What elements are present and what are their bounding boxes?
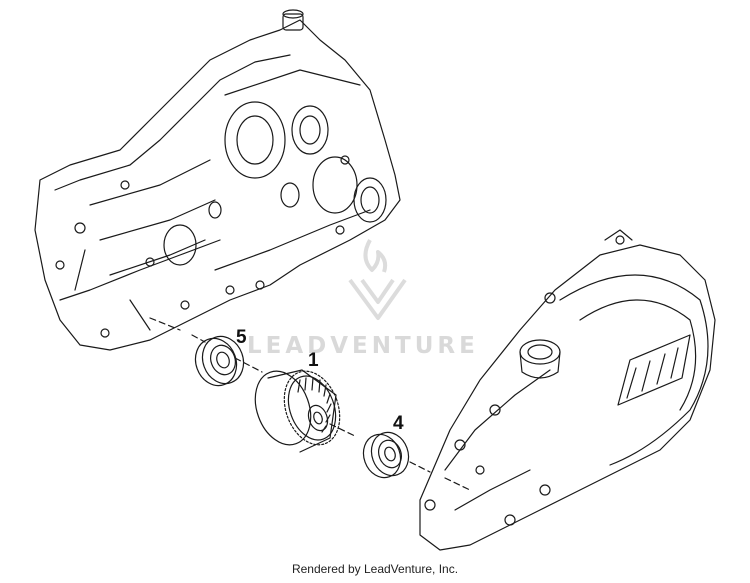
leadventure-logo-icon: [348, 239, 407, 320]
assembly-axis-line: [149, 317, 471, 491]
bearing-5: [194, 335, 245, 387]
callout-label-1: 1: [308, 350, 319, 371]
bearing-4: [362, 431, 410, 479]
ignition-cover: [419, 229, 716, 551]
gear-assembly-1: [254, 369, 341, 453]
footer-credit: Rendered by LeadVenture, Inc.: [291, 562, 459, 576]
callout-label-5: 5: [236, 327, 247, 348]
watermark-text: LEADVENTURE: [247, 333, 479, 359]
callout-label-4: 4: [393, 413, 404, 434]
crankcase-half: [34, 9, 401, 351]
